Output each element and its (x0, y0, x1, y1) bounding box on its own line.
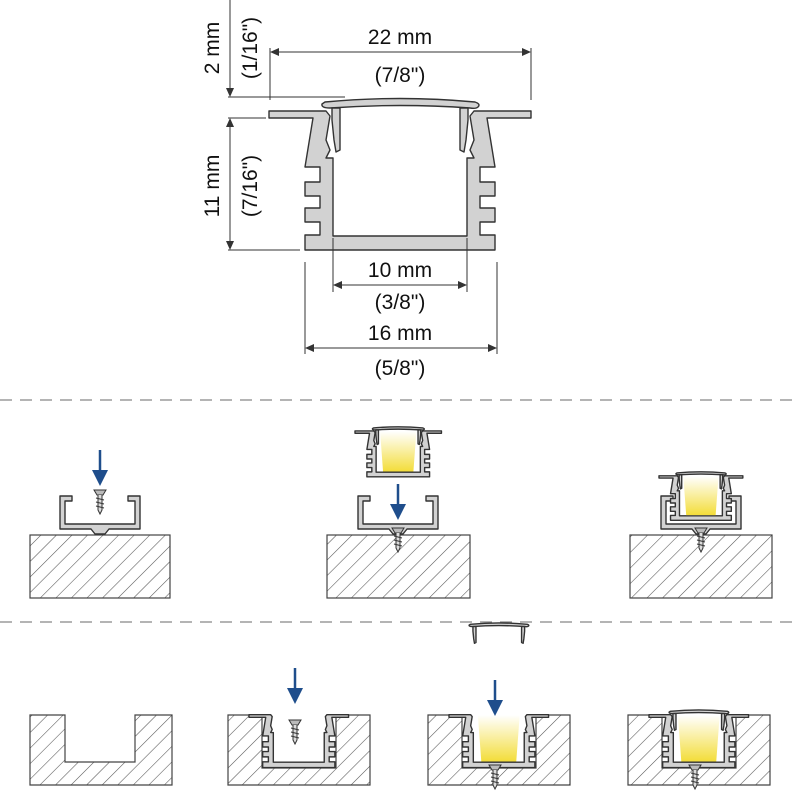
body-width-metric: 16 mm (368, 322, 432, 345)
diffuser-lid (468, 622, 530, 644)
grooved-surface (427, 714, 571, 786)
screw-icon (93, 489, 107, 515)
surface-step-1 (29, 448, 171, 599)
recessed-step-1 (29, 714, 173, 786)
led-profile (648, 709, 749, 768)
mounting-surface (29, 534, 171, 599)
led-profile (448, 714, 549, 768)
profile-cross-section (268, 97, 532, 251)
grooved-surface (227, 714, 371, 786)
recessed-step-3 (427, 622, 571, 790)
profile-height-imperial: (7/16") (239, 155, 262, 217)
led-profile (354, 426, 442, 478)
lid-height-metric: 2 mm (201, 22, 224, 75)
overall-width-imperial: (7/8") (375, 64, 426, 87)
arrow-down-icon (285, 666, 305, 706)
surface-step-2 (326, 426, 471, 599)
recessed-step-4 (627, 709, 771, 790)
arrow-down-icon (90, 448, 110, 488)
arrow-down-icon (485, 678, 505, 718)
surface-step-3 (629, 471, 773, 599)
overall-width-metric: 22 mm (368, 26, 432, 49)
body-width-imperial: (5/8") (375, 357, 426, 380)
inner-width-imperial: (3/8") (375, 291, 426, 314)
arrow-down-icon (388, 482, 408, 522)
lid-height-imperial: (1/16") (239, 17, 262, 79)
inner-width-metric: 10 mm (368, 259, 432, 282)
profile-height-metric: 11 mm (201, 155, 224, 218)
recessed-step-2 (227, 666, 371, 786)
dimension-lines (226, 0, 532, 354)
grooved-surface (29, 714, 173, 786)
screw-icon (288, 719, 302, 745)
